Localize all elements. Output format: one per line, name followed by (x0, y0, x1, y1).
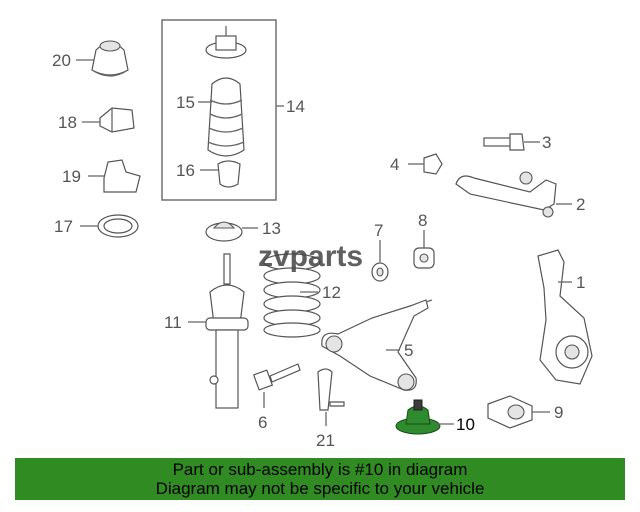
part-9-bushing[interactable] (487, 395, 533, 429)
watermark-logo: zvparts (258, 240, 363, 273)
part-8-bushing[interactable] (413, 247, 435, 269)
part-3-bolt[interactable] (483, 133, 525, 151)
part-19-bracket[interactable] (103, 159, 141, 193)
callout-12[interactable]: 12 (322, 283, 341, 302)
banner-line-1: Part or sub-assembly is #10 in diagram (172, 460, 468, 479)
part-6-bolt[interactable] (252, 363, 301, 391)
callout-15[interactable]: 15 (176, 93, 195, 112)
callout-19[interactable]: 19 (62, 167, 81, 186)
strut-mount-group-box (161, 19, 277, 201)
callout-2[interactable]: 2 (576, 195, 585, 214)
banner-line-2: Diagram may not be specific to your vehi… (155, 479, 485, 498)
part-17-spring-insulator[interactable] (97, 214, 139, 238)
callout-3[interactable]: 3 (542, 133, 551, 152)
callout-10[interactable]: 10 (456, 415, 475, 434)
callout-8[interactable]: 8 (418, 211, 427, 230)
callout-11[interactable]: 11 (164, 313, 182, 332)
callout-7[interactable]: 7 (374, 221, 383, 240)
part-20-bump-cap[interactable] (91, 40, 129, 77)
part-10-ball-joint[interactable] (395, 399, 441, 435)
part-2-upper-control-arm[interactable] (455, 171, 557, 218)
part-16-bump-stop[interactable] (217, 160, 241, 188)
part-18-bracket[interactable] (99, 107, 135, 133)
part-11-shock-absorber[interactable] (205, 253, 249, 409)
callout-17[interactable]: 17 (54, 217, 73, 236)
parts-diagram: 20 18 19 17 14 15 16 13 (52, 19, 593, 450)
callout-21[interactable]: 21 (316, 431, 335, 450)
part-15-dust-boot[interactable] (207, 77, 245, 157)
part-7-bushing[interactable] (371, 262, 389, 282)
callout-4[interactable]: 4 (390, 155, 399, 174)
part-4-nut[interactable] (423, 153, 443, 175)
callout-1[interactable]: 1 (576, 273, 585, 292)
callout-16[interactable]: 16 (176, 161, 195, 180)
callout-20[interactable]: 20 (52, 51, 71, 70)
part-5-lower-control-arm[interactable] (321, 299, 433, 391)
callout-6[interactable]: 6 (258, 413, 267, 432)
part-1-steering-knuckle[interactable] (537, 249, 593, 385)
callout-14[interactable]: 14 (286, 97, 305, 116)
part-14-strut-mount[interactable] (205, 26, 247, 59)
part-13-upper-seat[interactable] (205, 221, 243, 242)
callout-9[interactable]: 9 (554, 403, 563, 422)
callout-18[interactable]: 18 (58, 113, 77, 132)
info-banner: Part or sub-assembly is #10 in diagram D… (15, 458, 625, 500)
part-12-coil-spring[interactable] (263, 253, 321, 338)
callout-13[interactable]: 13 (262, 219, 281, 238)
part-21-sensor-bracket[interactable] (317, 368, 345, 411)
callout-5[interactable]: 5 (404, 341, 413, 360)
